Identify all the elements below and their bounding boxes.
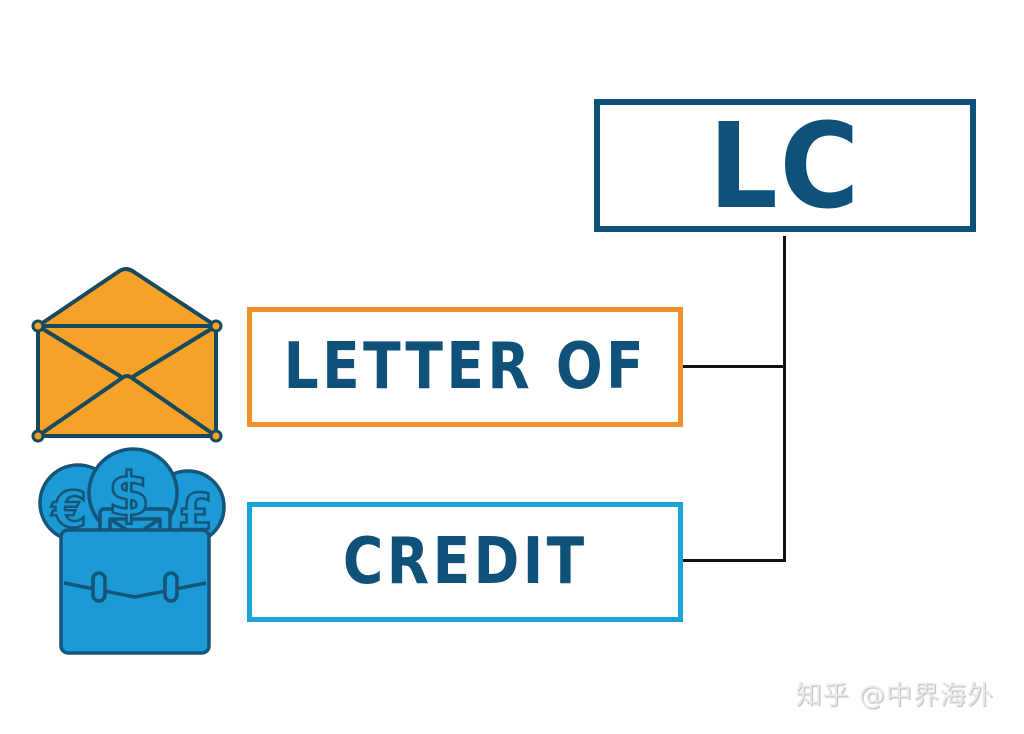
letter-of-text: LETTER OF <box>283 330 647 404</box>
connector-line-credit <box>683 559 786 562</box>
credit-box: CREDIT <box>247 502 683 622</box>
pound-symbol: £ <box>178 483 213 541</box>
zhihu-watermark: 知乎 @中界海外 <box>795 681 994 711</box>
euro-symbol: € <box>51 481 87 539</box>
lc-title-text: LC <box>708 96 862 235</box>
connector-line-letter-of <box>683 365 786 368</box>
connector-vertical-line <box>783 236 786 561</box>
lc-title-box: LC <box>594 99 976 232</box>
credit-text: CREDIT <box>342 525 588 599</box>
dollar-symbol: $ <box>108 460 150 530</box>
letter-of-box: LETTER OF <box>247 307 683 427</box>
envelope-icon <box>31 267 223 443</box>
briefcase-money-icon: € $ £ <box>38 447 226 655</box>
